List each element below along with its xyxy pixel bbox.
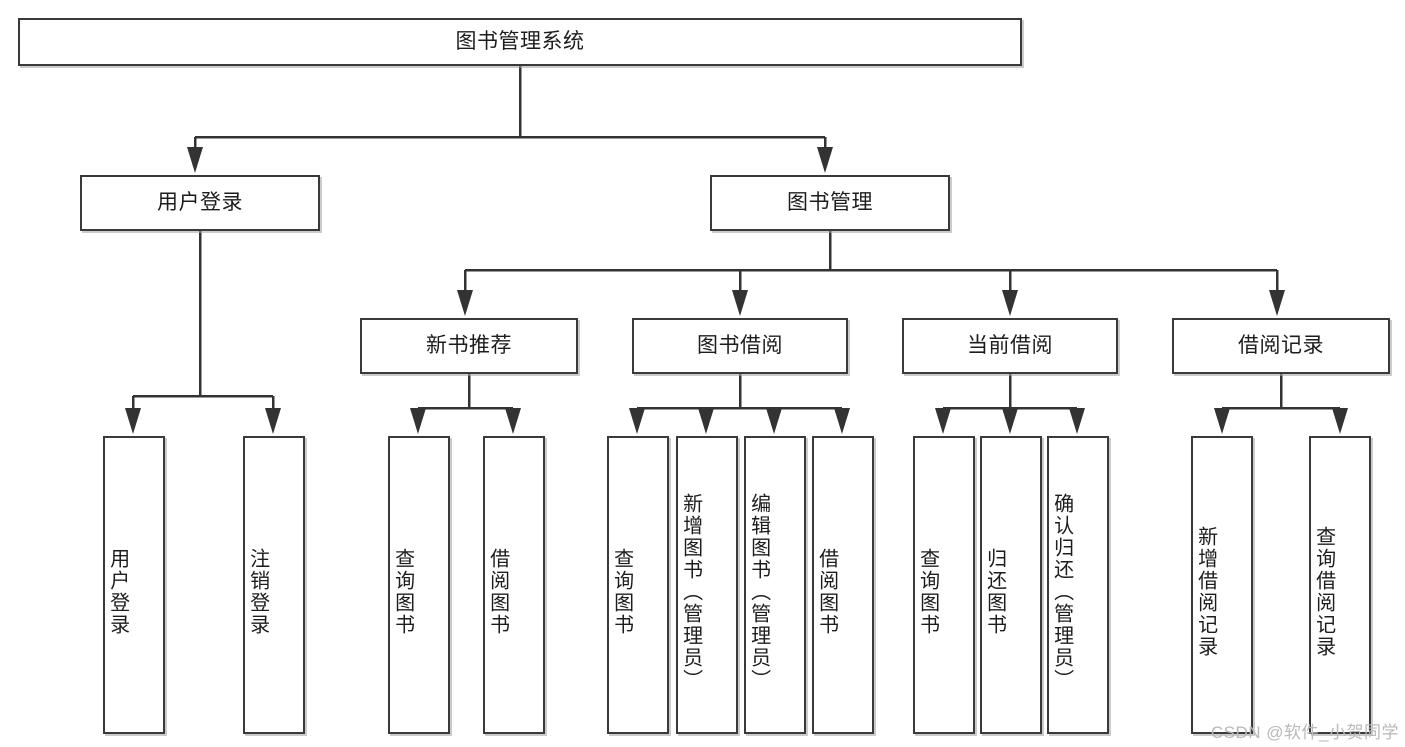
- branch-node-图书借阅[interactable]: 图书借阅: [632, 318, 848, 374]
- watermark-text: CSDN @软件_小贺同学: [1210, 723, 1399, 742]
- node-label: 当前借阅: [967, 333, 1053, 357]
- node-label: 图书管理: [787, 190, 873, 214]
- node-label: 借阅图书: [486, 548, 509, 636]
- branch-node-图书管理[interactable]: 图书管理: [710, 175, 950, 231]
- leaf-node-查询借阅记录[interactable]: 查询借阅记录: [1309, 436, 1371, 734]
- root-node-图书管理系统[interactable]: 图书管理系统: [18, 18, 1022, 66]
- leaf-node-用户登录[interactable]: 用户登录: [103, 436, 165, 734]
- node-label: 编辑图书（管理员）: [747, 493, 770, 691]
- node-label: 用户登录: [157, 190, 243, 214]
- node-label: 借阅记录: [1238, 333, 1324, 357]
- leaf-node-注销登录[interactable]: 注销登录: [243, 436, 305, 734]
- node-label: 借阅图书: [815, 548, 838, 636]
- node-label: 注销登录: [246, 548, 269, 636]
- leaf-node-新增借阅记录[interactable]: 新增借阅记录: [1191, 436, 1253, 734]
- node-label: 新增图书（管理员）: [679, 493, 702, 691]
- node-label: 用户登录: [106, 548, 129, 636]
- branch-node-新书推荐[interactable]: 新书推荐: [360, 318, 578, 374]
- node-label: 新增借阅记录: [1194, 526, 1217, 658]
- leaf-node-查询图书[interactable]: 查询图书: [607, 436, 669, 734]
- node-label: 查询借阅记录: [1312, 526, 1335, 658]
- branch-node-借阅记录[interactable]: 借阅记录: [1172, 318, 1390, 374]
- node-label: 查询图书: [610, 548, 633, 636]
- node-label: 查询图书: [916, 548, 939, 636]
- leaf-node-确认归还管理员[interactable]: 确认归还（管理员）: [1047, 436, 1109, 734]
- node-label: 图书借阅: [697, 333, 783, 357]
- leaf-node-编辑图书管理员[interactable]: 编辑图书（管理员）: [744, 436, 806, 734]
- leaf-node-查询图书[interactable]: 查询图书: [913, 436, 975, 734]
- branch-node-用户登录[interactable]: 用户登录: [80, 175, 320, 231]
- leaf-node-借阅图书[interactable]: 借阅图书: [483, 436, 545, 734]
- node-label: 查询图书: [391, 548, 414, 636]
- leaf-node-新增图书管理员[interactable]: 新增图书（管理员）: [676, 436, 738, 734]
- branch-node-当前借阅[interactable]: 当前借阅: [902, 318, 1118, 374]
- node-label: 确认归还（管理员）: [1050, 493, 1073, 691]
- node-label: 归还图书: [983, 548, 1006, 636]
- node-label: 图书管理系统: [455, 29, 585, 53]
- leaf-node-借阅图书[interactable]: 借阅图书: [812, 436, 874, 734]
- node-label: 新书推荐: [426, 333, 512, 357]
- leaf-node-查询图书[interactable]: 查询图书: [388, 436, 450, 734]
- leaf-node-归还图书[interactable]: 归还图书: [980, 436, 1042, 734]
